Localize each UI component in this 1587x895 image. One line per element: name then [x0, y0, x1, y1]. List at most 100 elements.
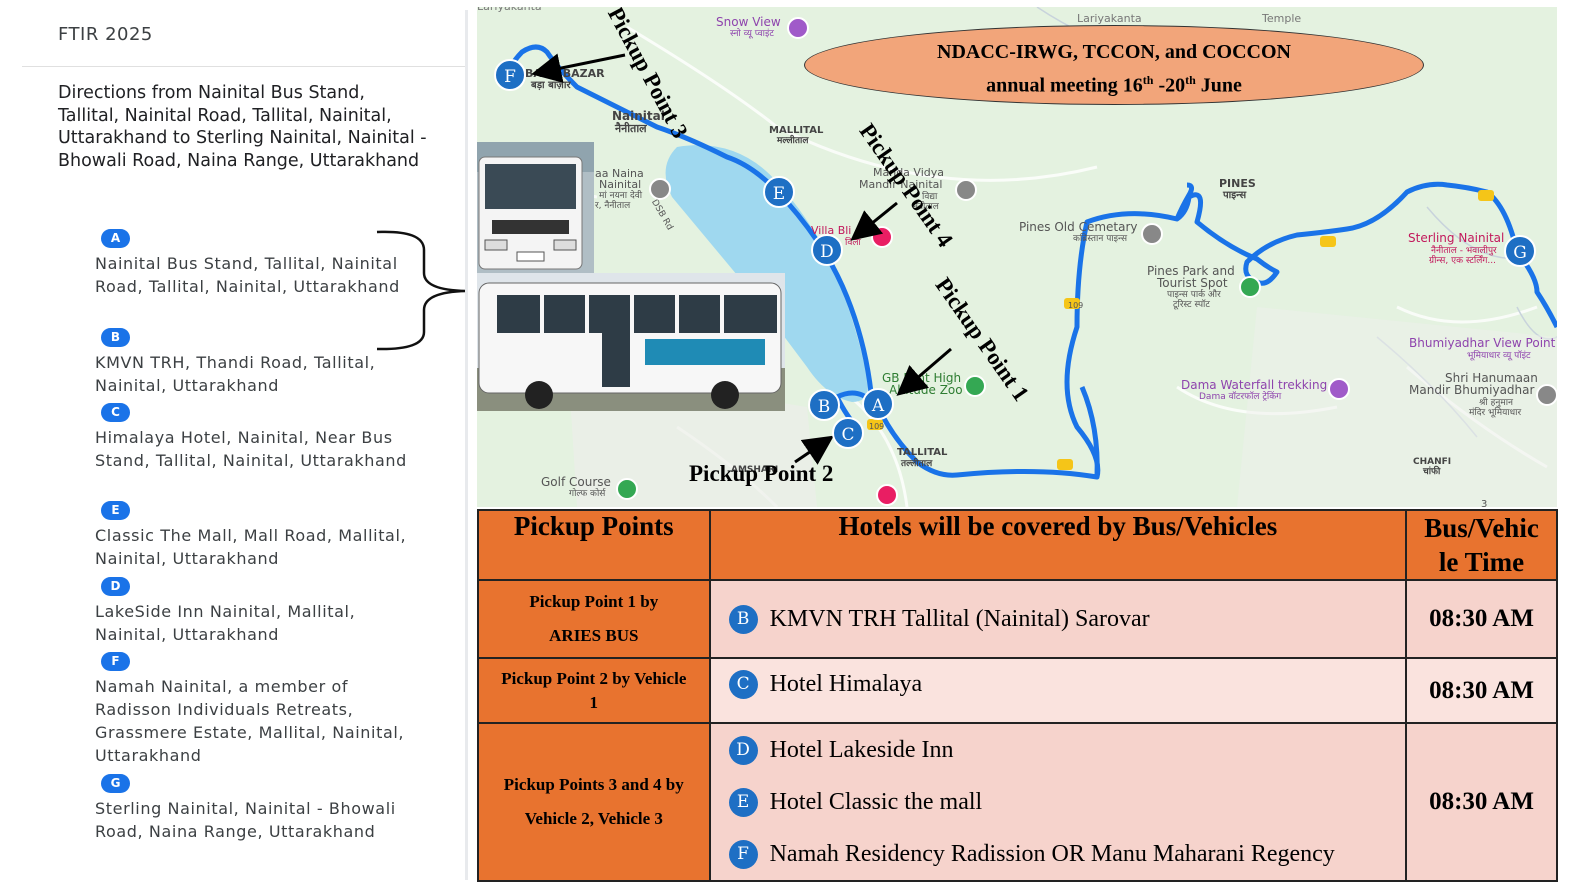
hotel-name: Hotel Classic the mall [769, 788, 983, 815]
place-label-manda-hi: विद्या [922, 192, 938, 202]
banner-line-2: annual meeting 16th -20th June [805, 66, 1423, 100]
stop-badge: G [101, 774, 130, 793]
hotel-name: KMVN TRH Tallital (Nainital) Sarovar [769, 605, 1150, 632]
directions-panel: FTIR 2025 Directions from Nainital Bus S… [0, 0, 470, 895]
banner-text: June [1195, 74, 1242, 97]
hotel-name: Hotel Himalaya [769, 670, 923, 697]
time-cell: 08:30 AM [1405, 579, 1558, 659]
place-label-tallital-hi: तल्लीताल [901, 459, 933, 469]
pickup-text: Vehicle 2, Vehicle 3 [524, 809, 663, 828]
place-label-snow-view: Snow View [716, 15, 781, 29]
marker-c[interactable]: C [832, 417, 864, 449]
header-hotels: Hotels will be covered by Bus/Vehicles [708, 509, 1408, 581]
place-label-chanfi: CHANFI [1413, 457, 1452, 467]
hotel-name: Hotel Lakeside Inn [769, 736, 954, 763]
golf-icon[interactable] [616, 478, 638, 500]
hotel-badge: B [728, 604, 758, 634]
place-label-hanuman-2: Mandir Bhumiyadhar [1409, 383, 1535, 397]
pickup-text: Pickup Point 1 by [529, 592, 659, 611]
place-label-pines-park-2: Tourist Spot [1157, 276, 1228, 290]
banner-line-1: NDACC-IRWG, TCCON, and COCCON [937, 41, 1291, 63]
place-label-cemetery-hi: कब्रिस्तान पाइन्स [1073, 234, 1128, 244]
marker-a[interactable]: A [862, 388, 894, 420]
place-label-hanuman-hi-2: मंदिर भूमियाधार [1469, 408, 1522, 418]
arrow-pickup-1 [896, 347, 952, 396]
header-time-line: le Time [1438, 547, 1525, 577]
place-label-chanfi-hi: चांफी [1423, 467, 1441, 477]
place-label-bara-bazar-hi: बड़ा बाज़ार [531, 80, 571, 91]
pickup-text: Pickup Point 2 by Vehicle [501, 668, 687, 688]
place-label-villa: Villa Bli [811, 224, 852, 237]
temple-icon[interactable] [1536, 384, 1557, 406]
panel-title: FTIR 2025 [58, 24, 153, 45]
table-row: Pickup Point 2 by Vehicle 1 C Hotel Hima… [477, 657, 1558, 724]
place-label-mallital: MALLITAL [769, 125, 824, 136]
pickup-point-2-label: Pickup Point 2 [689, 461, 834, 486]
stop-address: LakeSide Inn Nainital, Mallital, Nainita… [95, 602, 356, 644]
stop-badge: D [101, 577, 130, 596]
place-label-naina-hi: मां नयना देवी [599, 191, 643, 201]
place-label-pines-park: Pines Park and [1147, 264, 1235, 278]
stop-f[interactable]: F Namah Nainital, a member of Radisson I… [95, 650, 425, 767]
route-map[interactable]: Lariyakanta Lariyakanta Temple Snow View… [477, 7, 1557, 507]
zoo-icon[interactable] [964, 375, 986, 397]
place-label-nainital-hi: नैनीताल [615, 122, 647, 135]
bus-front-photo [477, 142, 594, 275]
temple-icon[interactable] [649, 178, 671, 200]
stop-a[interactable]: A Nainital Bus Stand, Tallital, Nainital… [95, 227, 425, 298]
hotel-name: Namah Residency Radission OR Manu Mahara… [769, 840, 1335, 867]
place-label-sterling: Sterling Nainital [1408, 231, 1505, 245]
bus-side-photo [477, 273, 785, 411]
place-label-nainital: Nainital [612, 109, 665, 123]
place-label: 3 [1481, 499, 1488, 507]
stop-e[interactable]: E Classic The Mall, Mall Road, Mallital,… [95, 499, 425, 570]
place-label-amshari: AMSHARI [731, 465, 779, 475]
pickup-text: 1 [589, 692, 599, 712]
hotels-cell: B KMVN TRH Tallital (Nainital) Sarovar [708, 579, 1408, 659]
poi-icon[interactable] [876, 484, 898, 506]
stop-c[interactable]: C Himalaya Hotel, Nainital, Near Bus Sta… [95, 401, 425, 472]
place-label-mallital-hi: मल्लीताल [777, 136, 809, 146]
place-label-dama-hi: Dama वॉटरफॉल ट्रेकिंग [1199, 392, 1282, 402]
marker-e[interactable]: E [763, 176, 795, 208]
marker-f[interactable]: F [494, 59, 526, 91]
hotel-badge: C [728, 669, 758, 699]
stop-g[interactable]: G Sterling Nainital, Nainital - Bhowali … [95, 772, 425, 843]
hotel-badge: F [728, 839, 758, 869]
place-label-manda: Manda Vidya [873, 166, 944, 179]
arrow-pickup-2 [794, 435, 834, 465]
poi-icon[interactable] [787, 17, 809, 39]
place-label-snow-view-hi: स्नो व्यू प्वाइंट [730, 29, 774, 39]
stop-address: Namah Nainital, a member of Radisson Ind… [95, 677, 405, 765]
temple-icon[interactable] [955, 179, 977, 201]
attraction-icon[interactable] [1328, 378, 1350, 400]
time-cell: 08:30 AM [1405, 722, 1558, 882]
arrow-pickup-3 [531, 53, 626, 83]
stop-badge: E [101, 501, 130, 520]
place-label-pines-park-hi: पाइन्स पार्क और [1167, 290, 1221, 300]
place-label-dama: Dama Waterfall trekking [1181, 378, 1328, 392]
place-label-bhumiyadhar: Bhumiyadhar View Point [1409, 336, 1556, 350]
header-time-line: Bus/Vehic [1424, 513, 1539, 543]
hotels-cell: D Hotel Lakeside Inn E Hotel Classic the… [708, 722, 1408, 882]
marker-g[interactable]: G [1504, 235, 1536, 267]
header-time: Bus/Vehic le Time [1405, 509, 1558, 581]
place-label-tallital: TALLITAL [897, 447, 948, 458]
stop-d[interactable]: D LakeSide Inn Nainital, Mallital, Naini… [95, 575, 425, 646]
curly-brace-icon [376, 230, 467, 351]
pickup-cell: Pickup Points 3 and 4 by Vehicle 2, Vehi… [477, 722, 711, 882]
stop-address: Sterling Nainital, Nainital - Bhowali Ro… [95, 799, 396, 841]
table-row: Pickup Point 1 by ARIES BUS B KMVN TRH T… [477, 579, 1558, 659]
cemetery-icon[interactable] [1141, 223, 1163, 245]
place-label-cemetery: Pines Old Cemetary [1019, 220, 1138, 234]
stop-address: KMVN TRH, Thandi Road, Tallital, Nainita… [95, 353, 376, 395]
pickup-text: Pickup Points 3 and 4 by [503, 775, 684, 794]
stop-badge: A [101, 229, 130, 248]
bus-side-icon [477, 273, 785, 411]
park-icon[interactable] [1239, 276, 1261, 298]
stop-b[interactable]: B KMVN TRH, Thandi Road, Tallital, Naini… [95, 326, 425, 397]
marker-d[interactable]: D [811, 234, 843, 266]
road-number: 109 [1068, 301, 1084, 310]
marker-b[interactable]: B [808, 389, 840, 421]
stop-address: Nainital Bus Stand, Tallital, Nainital R… [95, 254, 400, 296]
